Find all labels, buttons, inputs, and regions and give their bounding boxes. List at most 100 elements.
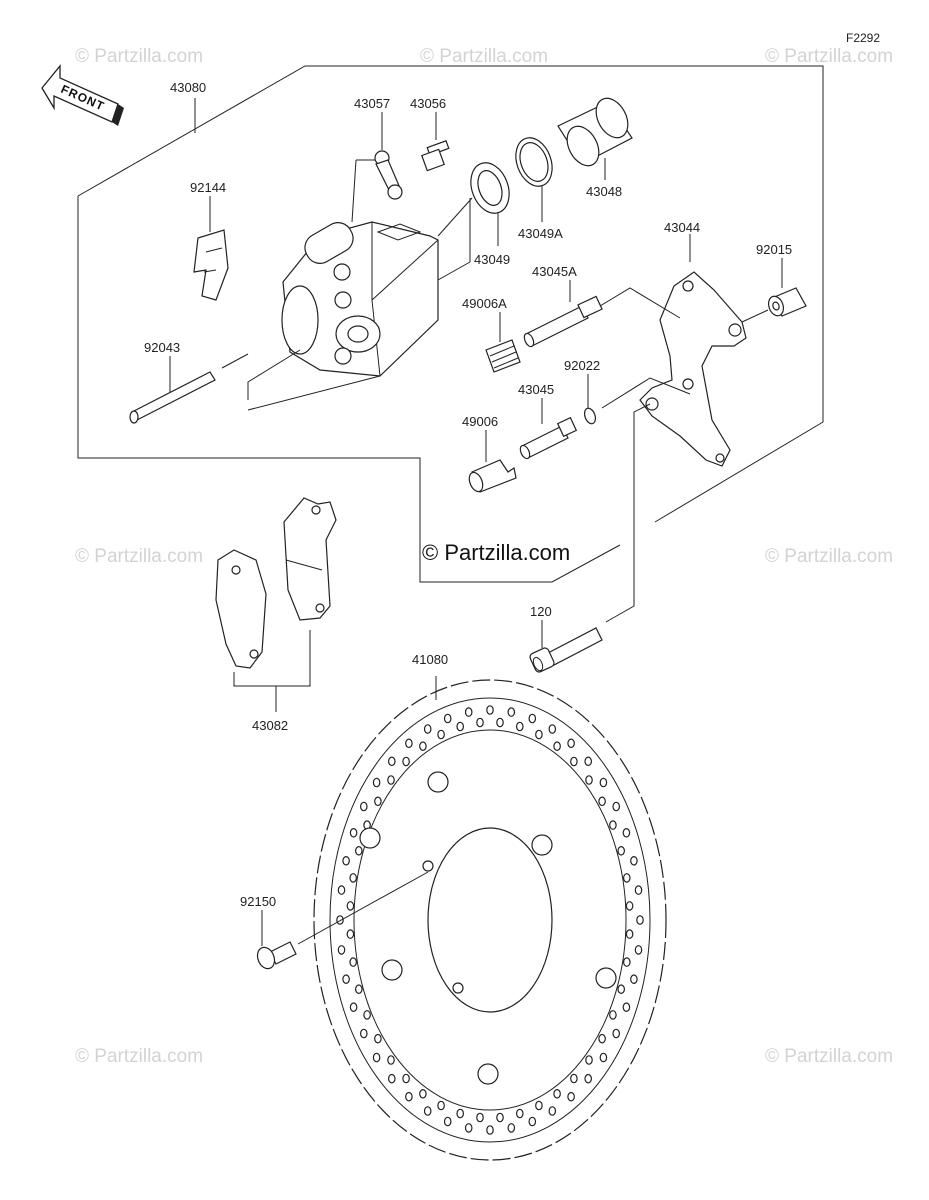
disc-hole [476,717,484,728]
part-labels: 43080 43057 43056 92144 43048 43049A 430… [144,80,792,909]
label-43045A: 43045A [532,264,577,279]
disc-hole [630,855,638,866]
part-43048-piston [557,97,633,180]
disc-hole [486,1125,494,1135]
disc-hole [622,873,631,883]
disc-hole [630,974,638,984]
disc-hole [622,827,631,838]
disc-hole [599,1052,608,1063]
disc-hole [363,1010,371,1020]
label-43056: 43056 [410,96,446,111]
disc-hole [372,1052,381,1063]
part-43045-slide-pin [519,398,578,460]
watermark-top-center: © Partzilla.com [420,46,548,67]
label-43057: 43057 [354,96,390,111]
part-43044-caliper-bracket [599,234,747,467]
disc-hole [387,1055,395,1065]
disc-hole [496,717,504,728]
part-92015-collar [741,258,807,323]
disc-hole [456,721,465,732]
disc-hole [625,929,634,939]
disc-hole [584,756,593,767]
disc-hole [622,1002,631,1012]
label-92015: 92015 [756,242,792,257]
disc-hole [476,1112,484,1123]
disc-hole [372,777,381,788]
disc-hole [359,1028,368,1039]
disc-hole [349,1002,358,1012]
watermark-mid-right: © Partzilla.com [765,546,893,567]
disc-hole [419,741,427,751]
disc-hole [528,713,537,724]
disc-hole [464,1123,473,1133]
disc-hole [349,827,358,838]
disc-hole [419,1089,427,1099]
label-43049A: 43049A [518,226,563,241]
watermark-top-right: © Partzilla.com [765,46,893,67]
part-43049A-dust-seal [515,137,553,222]
disc-hole [553,1089,561,1099]
disc-hole [342,974,350,984]
part-43056-bleeder-valve [421,112,450,172]
disc-hole [443,1116,452,1127]
disc-hole [456,1108,465,1119]
disc-hole [634,945,643,955]
watermark-mid-left: © Partzilla.com [75,546,203,567]
caliper-assembly-frame [77,65,824,583]
watermark-center: © Partzilla.com [422,540,570,565]
disc-hole [567,1091,575,1102]
disc-hole [346,901,355,911]
disc-hole [617,984,626,994]
caliper-body [247,159,473,411]
label-92144: 92144 [190,180,226,195]
disc-hole [437,1100,445,1111]
disc-hole [625,901,634,911]
disc-hole [443,713,452,724]
disc-hole [402,756,410,767]
part-92022-circlip [583,374,691,425]
disc-hole [437,729,445,740]
disc-hole [528,1116,537,1127]
label-41080: 41080 [412,652,448,667]
label-43080: 43080 [170,80,206,95]
label-43044: 43044 [664,220,700,235]
disc-hole [349,957,358,967]
disc-hole [464,707,473,717]
disc-hole [585,775,593,785]
disc-hole [402,1073,410,1084]
disc-hole [609,1010,617,1020]
disc-hole [515,1108,524,1119]
disc-hole [374,796,382,807]
disc-hole [337,945,346,955]
disc-hole [507,1123,516,1133]
part-92150-disc-bolt [256,871,429,970]
disc-hole [423,724,432,734]
disc-hole [599,777,608,788]
disc-hole [354,845,363,856]
disc-hole [598,1033,606,1044]
disc-hole [612,801,621,812]
disc-hole [346,929,355,939]
disc-hole [354,984,363,994]
disc-hole [387,775,395,785]
label-92022: 92022 [564,358,600,373]
disc-hole [548,724,557,734]
part-49006A-boot [485,312,521,373]
label-43045: 43045 [518,382,554,397]
disc-hole [622,957,631,967]
label-92150: 92150 [240,894,276,909]
part-41080-brake-disc [313,676,667,1161]
part-49006-boot [468,430,517,493]
disc-hole [359,801,368,812]
disc-hole [636,915,644,925]
disc-hole [515,721,524,732]
disc-hole [553,741,561,751]
disc-hole [609,820,617,830]
part-43082-brake-pads [215,497,337,712]
label-120: 120 [530,604,552,619]
disc-hole [337,885,346,895]
watermark-bottom-right: © Partzilla.com [765,1046,893,1067]
part-43057-bleeder-cap [374,112,403,200]
disc-hole [548,1106,557,1116]
disc-hole [570,1073,578,1084]
